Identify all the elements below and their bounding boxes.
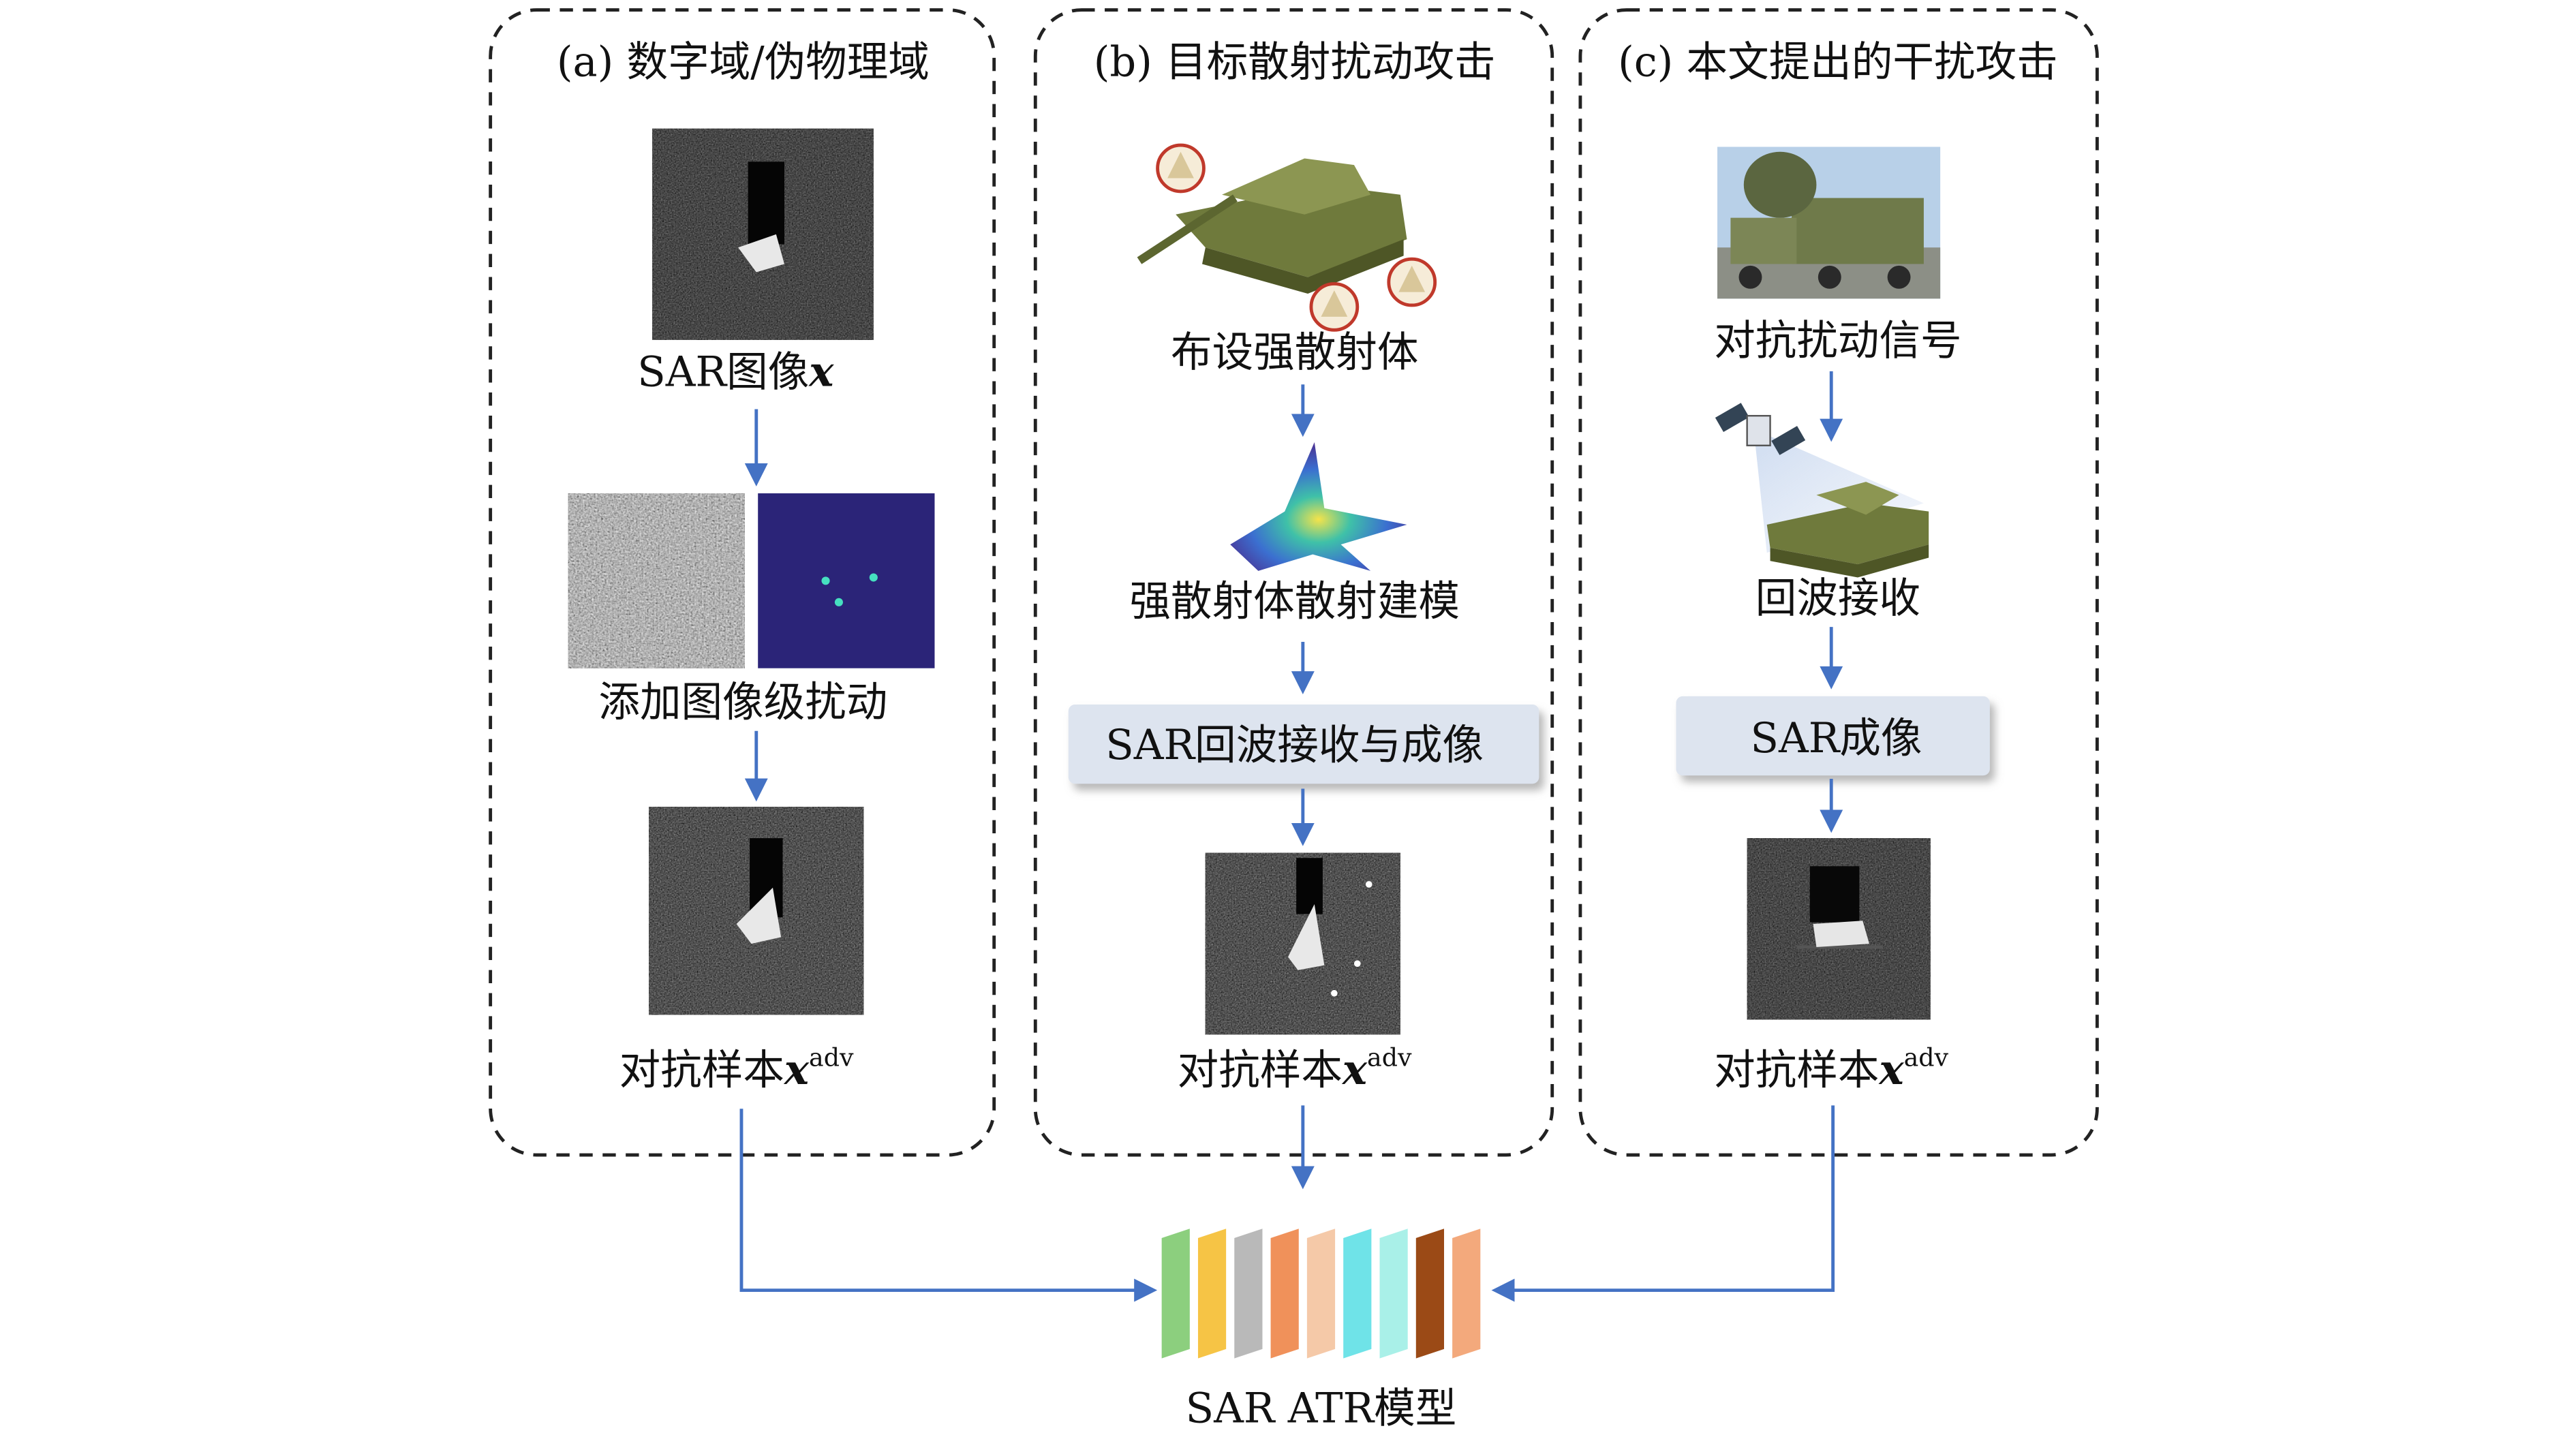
model-layer: [1232, 1226, 1264, 1361]
model-layer: [1378, 1226, 1410, 1361]
sar-image-label: SAR图像x: [637, 348, 834, 397]
model-layer: [1414, 1226, 1446, 1361]
adv-label-b: 对抗样本xadv: [1178, 1042, 1412, 1094]
panel-b-title: (b) 目标散射扰动攻击: [1094, 38, 1496, 86]
jamming-signal-label: 对抗扰动信号: [1714, 318, 1961, 365]
imaging-box-b-label: SAR回波接收与成像: [1105, 722, 1484, 769]
model-layer: [1341, 1226, 1373, 1361]
model-layer: [1450, 1226, 1482, 1361]
adv-label-a: 对抗样本xadv: [619, 1042, 854, 1094]
scatterer-label: 布设强散射体: [1171, 329, 1418, 377]
imaging-box-c-label: SAR成像: [1751, 715, 1922, 762]
imaging-box-c: [1676, 696, 1990, 776]
tank-with-scatterers: [1137, 158, 1407, 294]
perturbation-noise-image: [568, 493, 745, 668]
panel-b-border: [1033, 8, 1554, 1157]
model-layer: [1269, 1226, 1301, 1361]
sar-image-adversarial-b: [1205, 852, 1400, 1035]
scattering-model-label: 强散射体散射建模: [1129, 578, 1460, 625]
satellite-icon: [1715, 403, 1806, 455]
corner-reflector-icon: [1387, 257, 1437, 307]
model-label: SAR ATR模型: [1186, 1385, 1457, 1429]
panel-c-border: [1578, 8, 2099, 1157]
satellite-beam-tank: [1715, 403, 1929, 578]
arrow-a-to-model: [739, 1109, 1158, 1302]
sar-image-original: [652, 128, 874, 340]
perturb-label: 添加图像级扰动: [598, 679, 887, 726]
sar-image-adversarial-a: [649, 807, 864, 1015]
corner-reflector-icon: [1156, 143, 1206, 194]
adv-label-c: 对抗样本xadv: [1714, 1042, 1948, 1094]
arrow-c-to-model: [1491, 1105, 1835, 1302]
scattering-model-plot: [1230, 442, 1407, 571]
panel-c-title: (c) 本文提出的干扰攻击: [1618, 38, 2058, 86]
atr-model-stack: [1160, 1226, 1482, 1361]
sar-image-adversarial-c: [1747, 838, 1931, 1020]
model-layer: [1160, 1226, 1192, 1361]
perturbation-heatmap-image: [758, 493, 935, 668]
panel-a-title: (a) 数字域/伪物理域: [557, 38, 930, 86]
imaging-box-b: [1068, 704, 1539, 784]
jammer-truck-photo: [1717, 146, 1941, 299]
corner-reflector-icon: [1309, 282, 1360, 332]
echo-receive-label: 回波接收: [1755, 574, 1920, 622]
model-layer: [1305, 1226, 1337, 1361]
model-layer: [1196, 1226, 1228, 1361]
